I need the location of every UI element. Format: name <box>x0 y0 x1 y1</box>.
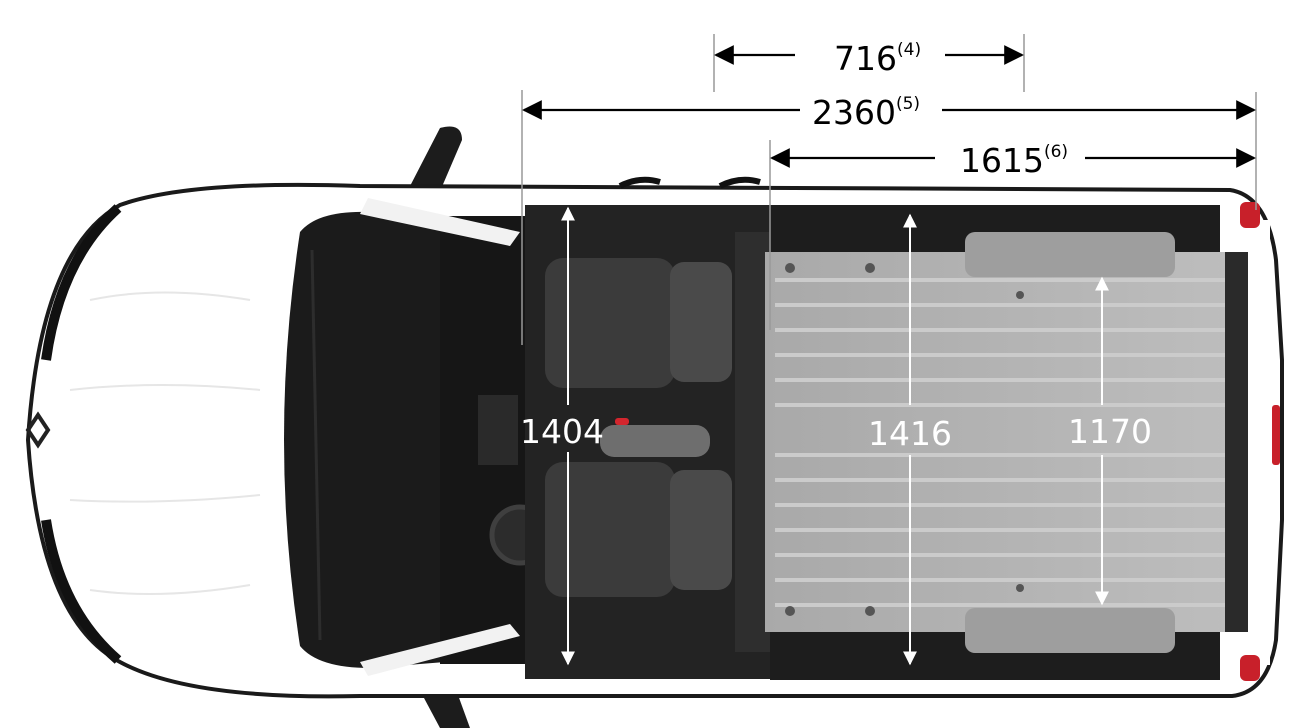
dimension-1615-note: (6) <box>1044 142 1068 162</box>
logo-icon <box>25 411 51 449</box>
dimension-716-note: (4) <box>897 40 921 60</box>
dimension-1404: 1404 <box>520 206 604 666</box>
dimension-2360-value: 2360 <box>812 93 896 132</box>
width-dimensions: 1404 1416 1170 <box>520 206 1152 666</box>
dimension-1416: 1416 <box>868 213 952 666</box>
svg-text:2360(5): 2360(5) <box>812 93 920 132</box>
dimension-1404-value: 1404 <box>520 412 604 451</box>
dimension-716-value: 716 <box>834 39 897 78</box>
dimension-1170: 1170 <box>1068 276 1152 606</box>
cargo-floor <box>765 252 1230 632</box>
dimension-1416-value: 1416 <box>868 414 952 453</box>
vehicle <box>25 126 1284 728</box>
wheel-arch-right <box>965 608 1175 653</box>
dimension-1170-value: 1170 <box>1068 412 1152 451</box>
tail-light-right <box>1240 655 1260 681</box>
dimension-2360-note: (5) <box>896 94 920 114</box>
tail-light-left <box>1240 202 1260 228</box>
seatbelt-latch-icon <box>615 418 629 425</box>
dimension-2360: 2360(5) <box>522 93 1256 132</box>
dimension-1615-value: 1615 <box>960 141 1044 180</box>
top-dimensions: 716(4) 2360(5) 1615(6) <box>521 34 1257 345</box>
wheel-arch-left <box>965 232 1175 277</box>
windscreen <box>284 211 470 669</box>
cargo-ribs <box>775 278 1225 607</box>
left-mirror <box>408 126 462 196</box>
svg-text:716(4): 716(4) <box>834 39 921 78</box>
dimension-716: 716(4) <box>714 39 1024 78</box>
dimension-1615: 1615(6) <box>770 141 1256 180</box>
tie-down-hooks <box>785 263 1024 616</box>
front-seats <box>545 258 732 597</box>
svg-text:1615(6): 1615(6) <box>960 141 1068 180</box>
